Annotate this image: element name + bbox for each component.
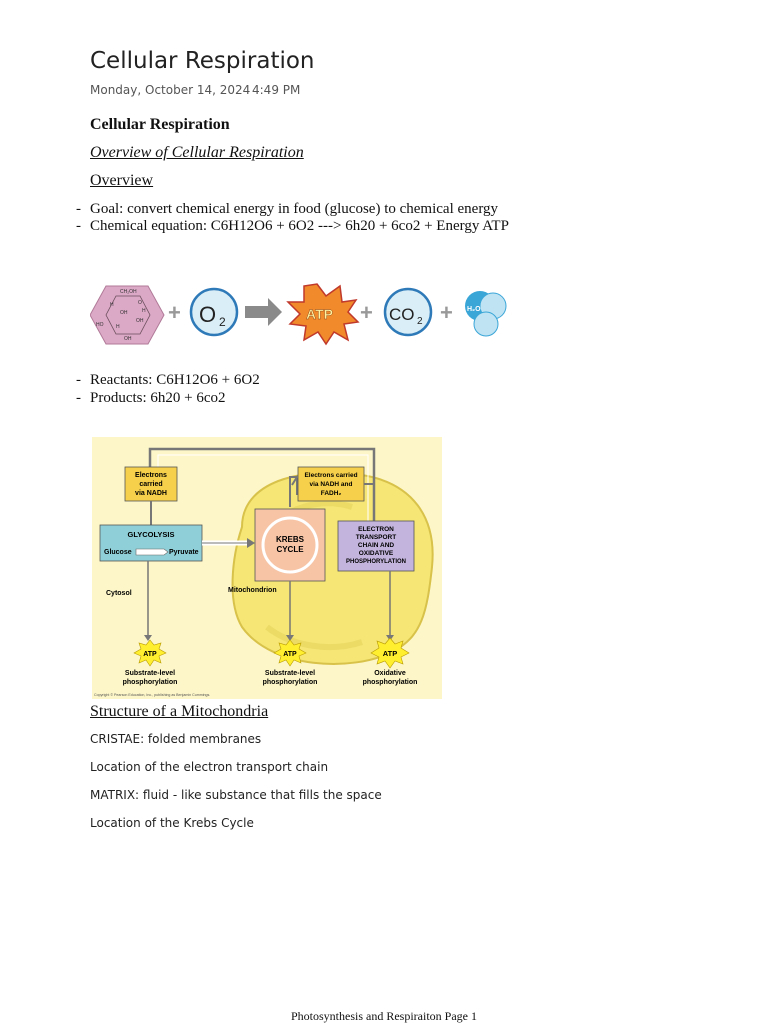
atp-burst-icon: ATP <box>273 639 307 667</box>
glucose-label: OH <box>124 336 132 342</box>
glucose-label: H <box>116 324 120 330</box>
arrow-right-icon <box>245 298 282 326</box>
copyright-text: Copyright © Pearson Education, Inc., pub… <box>94 693 210 697</box>
overview-heading: Overview <box>90 172 154 189</box>
respiration-equation-figure: CH₂OH H O H OH HO OH H OH + O 2 ATP + CO… <box>90 283 507 346</box>
glucose-label: H <box>110 302 114 308</box>
electrons-fadh-label: via NADH and <box>310 481 353 488</box>
electron-transport-box <box>337 520 415 572</box>
atp-label: ATP <box>143 651 157 658</box>
glucose-molecule-icon: CH₂OH H O H OH HO OH H OH <box>90 285 165 345</box>
page-title: Cellular Respiration <box>90 48 315 74</box>
co2-molecule-icon: CO 2 <box>383 287 433 337</box>
note-cristae: CRISTAE: folded membranes <box>90 732 262 746</box>
etc-label: ELECTRON <box>358 526 394 533</box>
atp-burst-icon: ATP <box>370 637 410 669</box>
electrons-nadh-box <box>124 466 178 502</box>
electrons-nadh-label: via NADH <box>135 490 167 497</box>
bullet-goal: -Goal: convert chemical energy in food (… <box>76 201 499 217</box>
krebs-cycle-box <box>254 508 326 582</box>
bullet-text: Chemical equation: C6H12O6 + 6O2 ---> 6h… <box>90 218 509 234</box>
electrons-nadh-fadh-box <box>297 466 365 502</box>
water-label: H₂O <box>467 306 481 313</box>
glucose-label: OH <box>120 310 128 316</box>
atp-label: ATP <box>306 306 333 322</box>
bullet-text: Reactants: C6H12O6 + 6O2 <box>90 372 260 388</box>
oxygen-molecule-icon: O 2 <box>189 287 239 337</box>
electrons-nadh-label: Electrons <box>135 472 167 479</box>
co2-subscript: 2 <box>417 316 423 327</box>
co2-label: CO <box>389 305 415 324</box>
oxygen-subscript: 2 <box>219 315 226 329</box>
bullet-products: -Products: 6h20 + 6co2 <box>76 390 226 406</box>
glucose-label: OH <box>136 318 144 324</box>
caption-oxidative: phosphorylation <box>363 679 418 686</box>
cytosol-label: Cytosol <box>106 590 132 597</box>
electrons-nadh-label: carried <box>139 481 162 488</box>
cellular-respiration-diagram: Electrons carried via NADH Electrons car… <box>92 437 442 699</box>
etc-label: PHOSPHORYLATION <box>346 559 406 565</box>
pyruvate-label: Pyruvate <box>169 549 199 556</box>
section-heading: Cellular Respiration <box>90 116 230 133</box>
caption-substrate-level: Substrate-level <box>125 670 175 677</box>
glucose-label: HO <box>96 322 104 328</box>
arrow-right-icon <box>135 548 169 556</box>
plus-sign: + <box>440 300 453 325</box>
glycolysis-title: GLYCOLYSIS <box>128 530 175 539</box>
electrons-fadh-label: Electrons carried <box>304 472 357 479</box>
bullet-equation: -Chemical equation: C6H12O6 + 6O2 ---> 6… <box>76 218 509 234</box>
oxygen-label: O <box>199 302 216 327</box>
etc-label: TRANSPORT <box>356 534 396 541</box>
krebs-label: CYCLE <box>276 545 304 554</box>
glucose-label: H <box>142 308 146 314</box>
bullet-reactants: -Reactants: C6H12O6 + 6O2 <box>76 372 260 388</box>
atp-burst-icon: ATP <box>286 283 360 346</box>
glucose-label: Glucose <box>104 549 132 556</box>
note-krebs-location: Location of the Krebs Cycle <box>90 816 254 830</box>
caption-oxidative: Oxidative <box>374 670 406 677</box>
page-time: 4:49 PM <box>252 83 301 97</box>
etc-label: OXIDATIVE <box>359 550 394 557</box>
note-matrix: MATRIX: fluid - like substance that fill… <box>90 788 382 802</box>
plus-sign: + <box>168 300 181 325</box>
page-date: Monday, October 14, 2024 <box>90 83 251 97</box>
caption-substrate-level: Substrate-level <box>265 670 315 677</box>
note-etc-location: Location of the electron transport chain <box>90 760 329 774</box>
electrons-fadh-label: FADH₂ <box>321 490 342 497</box>
structure-heading: Structure of a Mitochondria <box>90 703 269 720</box>
page-footer: Photosynthesis and Respiraiton Page 1 <box>291 1009 477 1023</box>
plus-sign: + <box>360 300 373 325</box>
cycle-arrow-icon <box>261 516 319 574</box>
bullet-text: Goal: convert chemical energy in food (g… <box>90 201 499 217</box>
krebs-label: KREBS <box>276 535 305 544</box>
atp-label: ATP <box>283 651 297 658</box>
caption-substrate-level: phosphorylation <box>123 679 178 686</box>
atp-burst-icon: ATP <box>133 639 167 667</box>
overview-subheading: Overview of Cellular Respiration <box>90 144 304 161</box>
atp-label: ATP <box>383 649 397 658</box>
water-molecule-icon: H₂O <box>465 291 507 337</box>
glucose-label: O <box>138 300 142 306</box>
bullet-text: Products: 6h20 + 6co2 <box>90 390 226 406</box>
glucose-label: CH₂OH <box>120 289 137 295</box>
etc-label: CHAIN AND <box>358 542 395 549</box>
mitochondrion-label: Mitochondrion <box>228 587 277 594</box>
caption-substrate-level: phosphorylation <box>263 679 318 686</box>
